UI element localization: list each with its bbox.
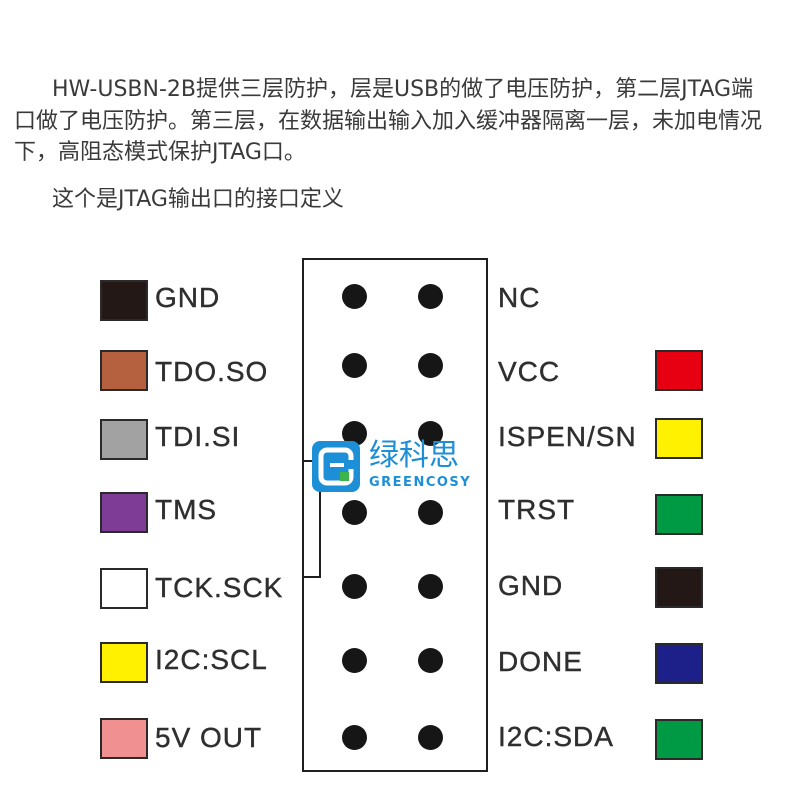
pin-label-gnd-right: GND (498, 570, 564, 601)
intro-line-2: 口做了电压防护。第三层，在数据输出输入加入缓冲器隔离一层，未加电情况 (14, 109, 763, 134)
pin-dot (342, 648, 367, 673)
swatch-tdo (100, 350, 148, 391)
jtag-connector-body (302, 258, 488, 772)
swatch-gnd-left (100, 280, 148, 321)
pin-dot (418, 284, 443, 309)
pin-dot (418, 421, 443, 446)
pin-label-gnd-left: GND (155, 282, 221, 313)
pin-label-tms: TMS (155, 494, 218, 525)
logo-english-name: GREENCOSY (369, 475, 472, 491)
pin-dot (418, 725, 443, 750)
swatch-tdi (100, 419, 148, 460)
diagram-caption: 这个是JTAG输出口的接口定义 (52, 187, 344, 212)
pin-label-nc: NC (498, 282, 541, 313)
intro-line-3: 下，高阻态模式保护JTAG口。 (14, 140, 306, 165)
pin-label-trst: TRST (498, 494, 576, 525)
pin-dot (342, 725, 367, 750)
logo-chinese-name: 绿科思 (369, 438, 459, 473)
pin-dot (342, 284, 367, 309)
pin-label-tck: TCK.SCK (155, 572, 284, 603)
swatch-5v-out (100, 718, 148, 759)
pin-label-tdo: TDO.SO (155, 356, 269, 387)
swatch-i2c-sda (655, 719, 703, 760)
intro-line-1: HW-USBN-2B提供三层防护，层是USB的做了电压防护，第二层JTAG端 (52, 77, 754, 102)
connector-key-notch (302, 460, 321, 578)
swatch-gnd-right (655, 567, 703, 608)
swatch-trst (655, 494, 703, 535)
pin-label-vcc: VCC (498, 356, 561, 387)
pin-dot (418, 648, 443, 673)
swatch-vcc (655, 350, 703, 391)
pin-label-i2c-sda: I2C:SDA (498, 721, 614, 752)
pin-dot (342, 353, 367, 378)
pin-dot (418, 353, 443, 378)
pin-dot (342, 500, 367, 525)
pin-dot (418, 500, 443, 525)
pin-label-i2c-scl: I2C:SCL (155, 644, 268, 675)
swatch-tms (100, 492, 148, 533)
pin-dot (418, 574, 443, 599)
swatch-ispen-sn (655, 418, 703, 459)
swatch-tck (100, 568, 148, 609)
pin-label-ispen-sn: ISPEN/SN (498, 421, 637, 452)
pin-label-tdi: TDI.SI (155, 421, 241, 452)
swatch-done (655, 643, 703, 684)
swatch-i2c-scl (100, 642, 148, 683)
greencosy-logo-icon (312, 441, 360, 492)
pin-dot (342, 574, 367, 599)
pin-label-5v-out: 5V OUT (155, 722, 263, 753)
pin-label-done: DONE (498, 646, 583, 677)
